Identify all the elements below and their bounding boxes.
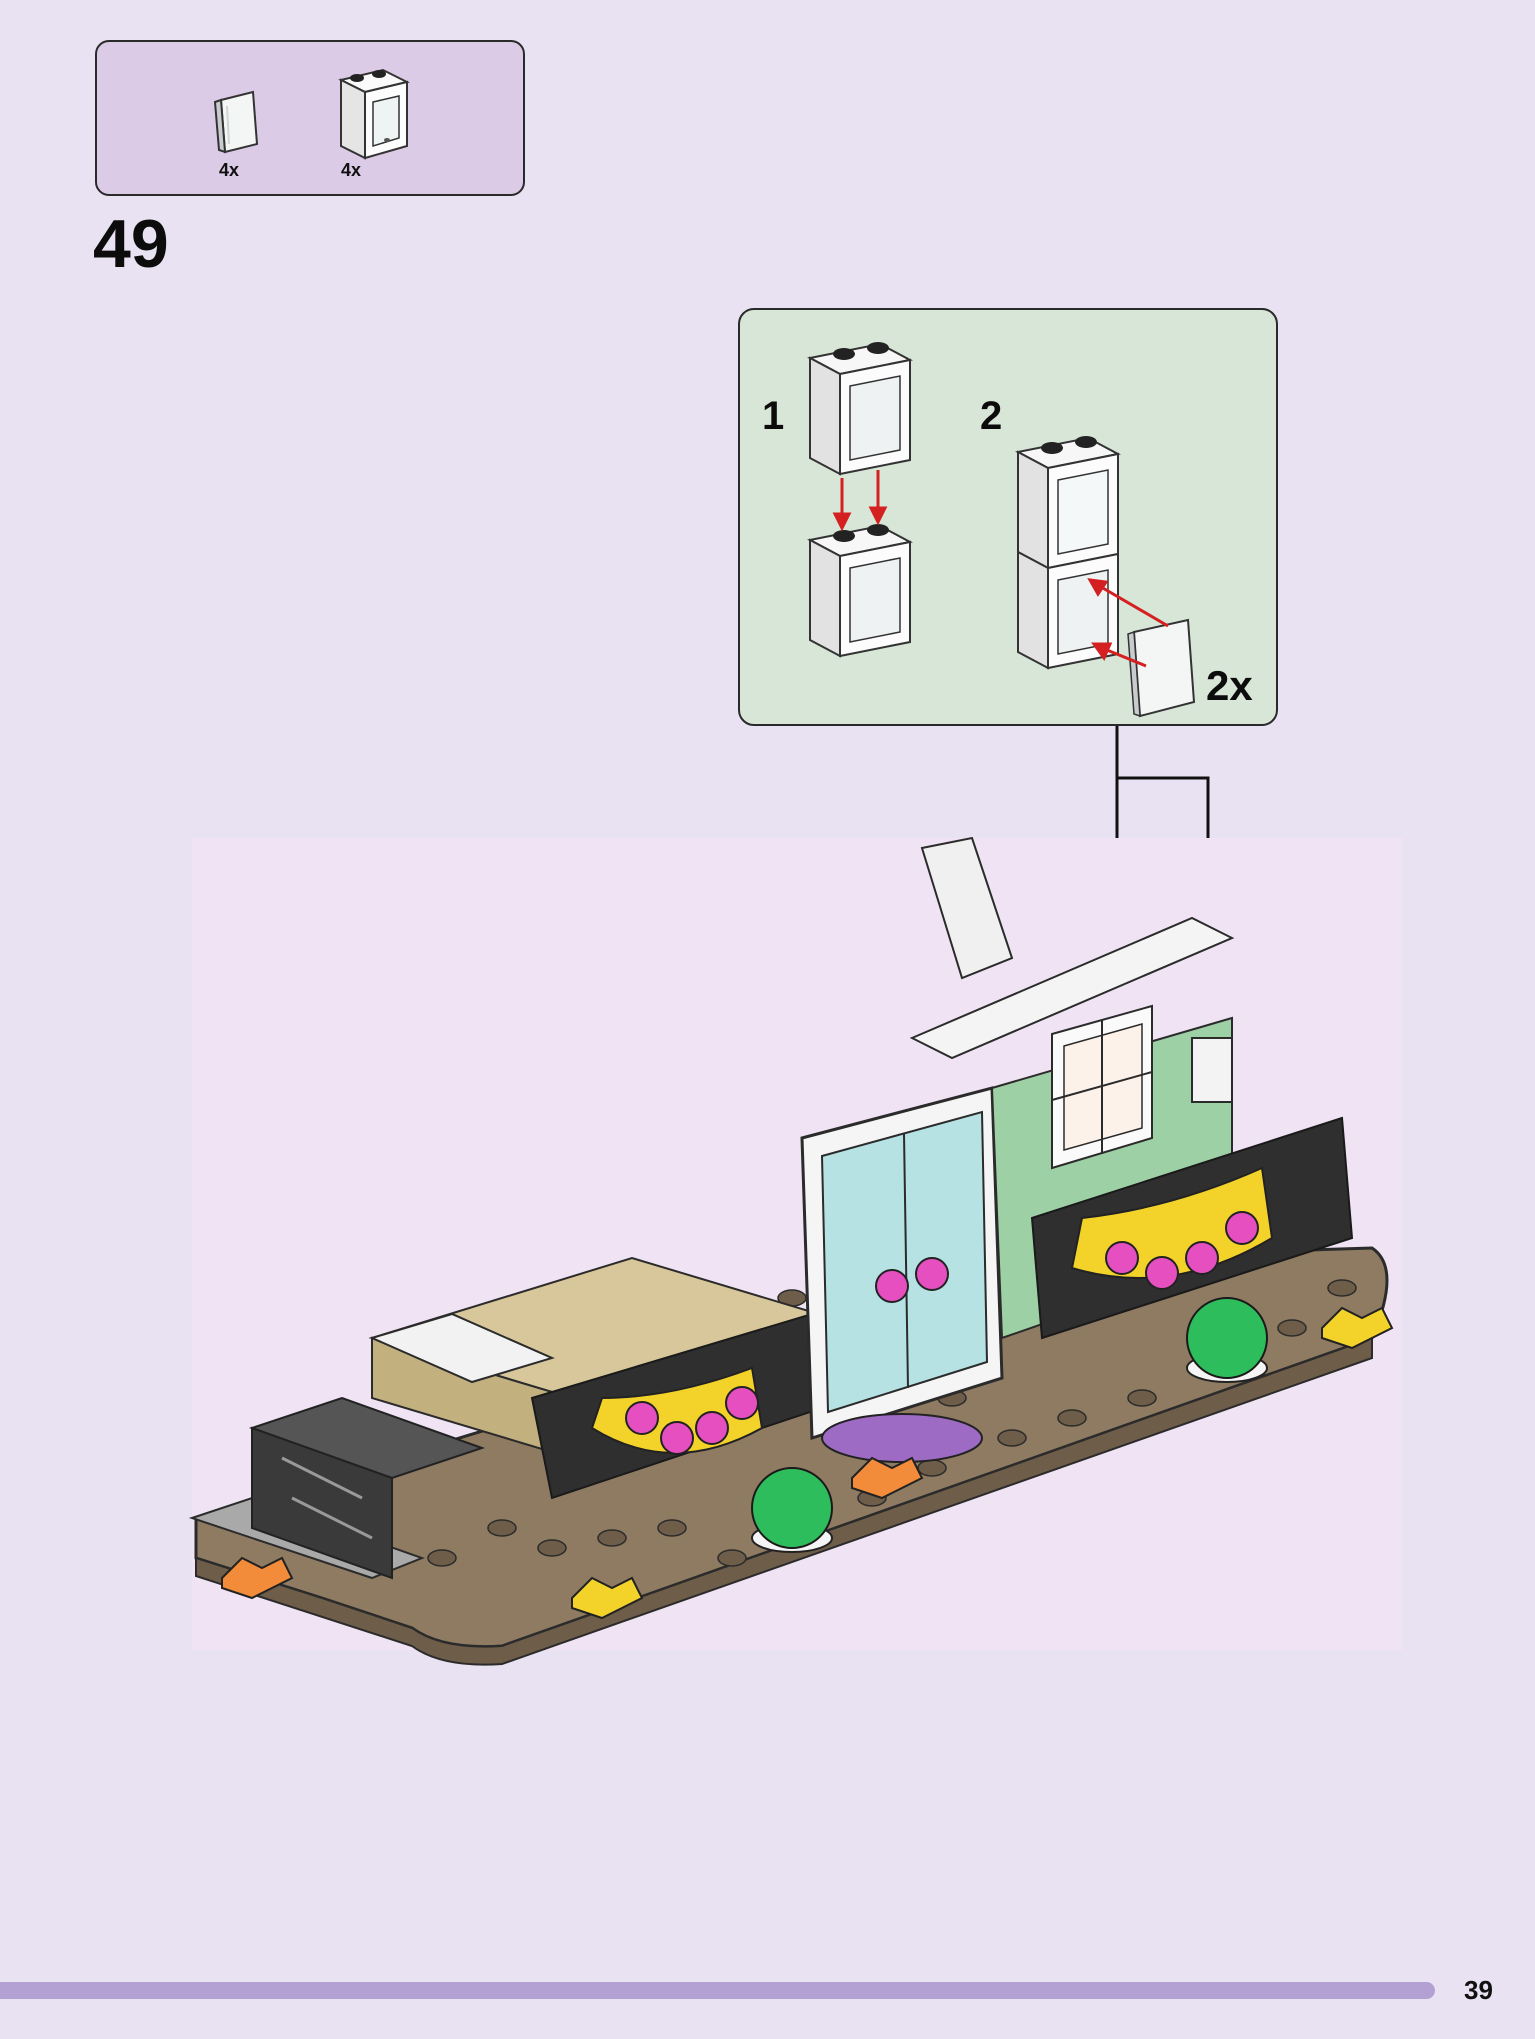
beige-wall-left <box>368 1256 836 1460</box>
sub-step-1-illustration <box>807 342 913 658</box>
window-frame-count: 4x <box>341 160 362 180</box>
down-arrows <box>832 470 888 532</box>
build-illustration-area <box>188 836 1402 1666</box>
green-bush-right <box>1186 1297 1268 1383</box>
insert-arrows <box>1087 578 1169 668</box>
sub-assembly-box: 1 2 2x <box>738 308 1278 726</box>
window-frame-bottom <box>807 524 913 658</box>
window-frame-top <box>807 342 913 476</box>
black-fence <box>248 1396 486 1580</box>
page-number: 39 <box>1464 1975 1493 2005</box>
window-frame-part-icon <box>338 68 410 160</box>
glass-door <box>800 1086 1004 1463</box>
glass-pane-count: 4x <box>219 160 240 180</box>
window-column <box>1051 1004 1153 1170</box>
ground-flowers <box>221 1306 1394 1620</box>
glass-pane-part-icon <box>213 90 259 154</box>
stacked-window-frames <box>1015 436 1121 670</box>
multiplier-label: 2x <box>1206 662 1253 709</box>
page-footer-bar <box>0 1982 1435 1999</box>
glass-pane-insert <box>1127 618 1196 718</box>
model-illustration <box>188 836 1394 1666</box>
white-tower <box>909 836 1235 1060</box>
parts-list-box: 4x 4x <box>95 40 525 196</box>
right-planter <box>1030 1116 1354 1340</box>
sub-step-2-illustration <box>1015 436 1196 718</box>
step-number: 49 <box>93 206 169 282</box>
sub-step-label-1: 1 <box>762 394 785 438</box>
sub-step-label-2: 2 <box>980 394 1003 438</box>
left-planter <box>530 1306 854 1500</box>
green-bush-left <box>751 1467 833 1553</box>
